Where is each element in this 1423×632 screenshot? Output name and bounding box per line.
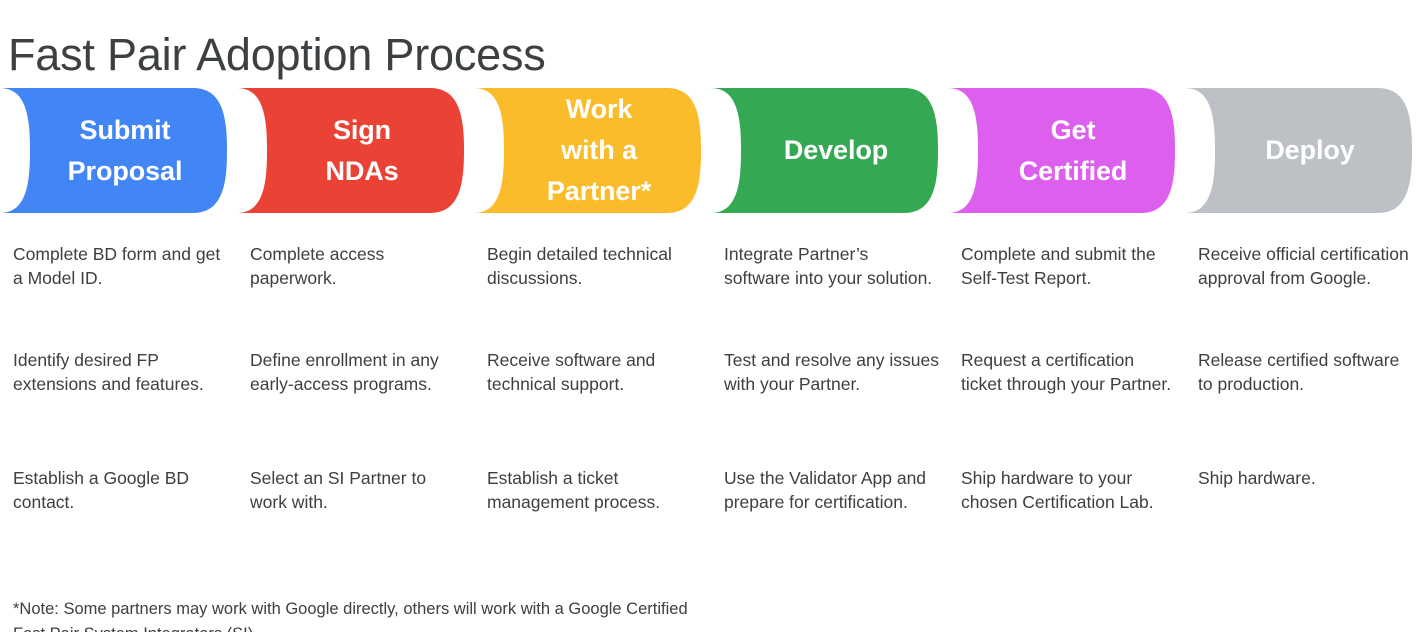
detail-item: Complete BD form and get a Model ID. xyxy=(13,244,221,288)
stage-details-grid: Complete BD form and get a Model ID. Iden… xyxy=(0,240,1423,540)
stage-chevron-work-with-a-partner[interactable]: Work with a Partner* xyxy=(474,88,711,213)
detail-item: Receive software and technical support. xyxy=(487,350,656,394)
detail-item: Ship hardware to your chosen Certificati… xyxy=(961,468,1154,512)
detail-item: Establish a Google BD contact. xyxy=(13,468,190,512)
stage-label-work-with-a-partner: Work with a Partner* xyxy=(508,88,690,213)
stage-label-line: Work xyxy=(565,94,633,124)
detail-item: Receive official certification approval … xyxy=(1198,244,1409,288)
detail-item: Use the Validator App and prepare for ce… xyxy=(724,468,927,512)
detail-item: Integrate Partner’s software into your s… xyxy=(724,244,933,288)
detail-item: Begin detailed technical discussions. xyxy=(487,244,672,288)
detail-item: Ship hardware. xyxy=(1198,468,1316,488)
stage-label-line: Sign xyxy=(332,114,392,145)
chevron-shape-develop xyxy=(711,88,938,213)
stage-label-line: Develop xyxy=(783,135,889,165)
detail-item: Release certified software to production… xyxy=(1198,350,1400,394)
stage-chevron-deploy[interactable]: Deploy xyxy=(1185,88,1422,213)
detail-item: Identify desired FP extensions and featu… xyxy=(13,350,204,394)
detail-item: Select an SI Partner to work with. xyxy=(250,468,427,512)
chevron-shape-submit-proposal xyxy=(0,88,227,213)
detail-item: Complete access paperwork. xyxy=(250,244,385,288)
detail-item: Establish a ticket management process. xyxy=(487,468,661,512)
stage-label-line: Partner* xyxy=(546,176,652,206)
stage-label-line: NDAs xyxy=(325,155,399,186)
chevron-shape-get-certified xyxy=(948,88,1175,213)
detail-item: Complete and submit the Self-Test Report… xyxy=(961,244,1156,288)
stage-label-line: Certified xyxy=(1018,155,1128,186)
page-title: Fast Pair Adoption Process xyxy=(8,29,546,81)
chevron-shape-sign-ndas xyxy=(237,88,464,213)
chevron-shape-work-with-a-partner xyxy=(474,88,701,213)
footnote-note: *Note: Some partners may work with Googl… xyxy=(13,599,688,632)
stage-label-deploy: Deploy xyxy=(1219,88,1401,213)
stage-label-line: Get xyxy=(1050,114,1096,145)
detail-item: Request a certification ticket through y… xyxy=(961,350,1172,394)
stage-label-line: with a xyxy=(561,135,637,165)
stage-label-develop: Develop xyxy=(745,88,927,213)
detail-item: Define enrollment in any early-access pr… xyxy=(250,350,439,394)
stage-label-line: Deploy xyxy=(1265,135,1355,165)
stage-label-line: Submit xyxy=(79,114,171,145)
stage-label-line: Proposal xyxy=(67,155,183,186)
detail-item: Test and resolve any issues with your Pa… xyxy=(724,350,939,394)
stage-chevron-develop[interactable]: Develop xyxy=(711,88,948,213)
chevron-shape-deploy xyxy=(1185,88,1412,213)
